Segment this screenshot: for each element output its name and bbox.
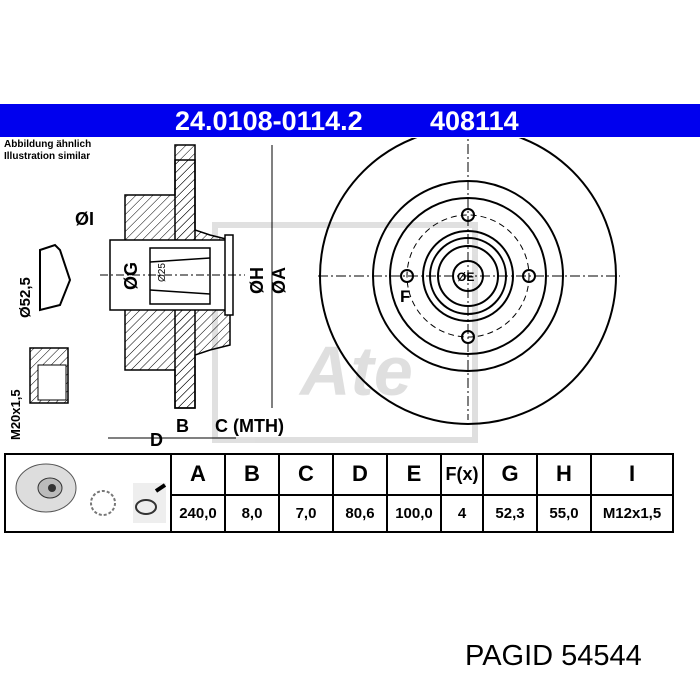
dim-nut: M20x1,5 [8, 389, 23, 440]
ate-number: 408114 [430, 106, 519, 136]
header-I: I [590, 453, 674, 496]
header-E: E [386, 453, 442, 496]
illustration-note: Abbildung ähnlich Illustration similar [4, 139, 91, 163]
dim-A: ØA [269, 267, 289, 294]
wheel-bearing-icon [90, 490, 116, 516]
part-number: 24.0108-0114.2 [175, 106, 363, 136]
header-B: B [224, 453, 280, 496]
dim-D: D [150, 430, 163, 450]
header-H: H [536, 453, 592, 496]
header-bar: 24.0108-0114.2 408114 [0, 104, 700, 137]
brake-disc-icon [15, 463, 77, 513]
value-B: 8,0 [224, 493, 280, 534]
brand-label: PAGID 54544 [465, 640, 642, 672]
icon-cell [4, 453, 172, 533]
value-F: 4 [440, 493, 484, 534]
header-D: D [332, 453, 388, 496]
dim-F: F [400, 287, 410, 306]
value-H: 55,0 [536, 493, 592, 534]
note-line-de: Abbildung ähnlich [4, 139, 92, 150]
header-A: A [170, 453, 226, 496]
dim-I: ØI [75, 209, 94, 229]
svg-text:Ø25: Ø25 [157, 263, 168, 282]
dim-B: B [176, 416, 189, 436]
grease-spray-icon [133, 483, 167, 523]
dim-G: ØG [121, 262, 141, 290]
value-G: 52,3 [482, 493, 538, 534]
value-E: 100,0 [386, 493, 442, 534]
header-F: F(x) [440, 453, 484, 496]
dim-E: ØE [457, 270, 474, 284]
value-A: 240,0 [170, 493, 226, 534]
dim-cap: Ø52,5 [17, 277, 34, 318]
value-I: M12x1,5 [590, 493, 674, 534]
technical-drawing: Ate Ø25 ØI ØG ØH ØA Ø52,5 M20x1,5 B C (M… [8, 138, 620, 450]
header-G: G [482, 453, 538, 496]
value-D: 80,6 [332, 493, 388, 534]
hub-cross-section: Ø25 [109, 144, 234, 409]
dim-H: ØH [247, 267, 267, 294]
note-line-en: Illustration similar [4, 151, 91, 162]
spec-table: A B C D E F(x) G H I 240,0 8,0 7,0 80,6 … [4, 453, 674, 534]
header-C: C [278, 453, 334, 496]
dim-C: C (MTH) [215, 416, 284, 436]
value-C: 7,0 [278, 493, 334, 534]
